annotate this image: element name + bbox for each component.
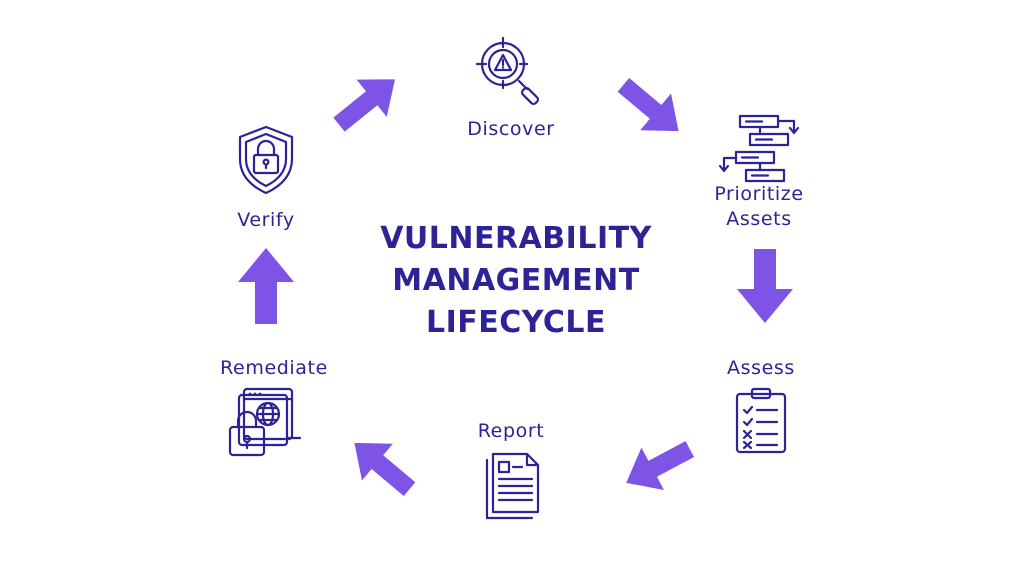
arrow-assess-to-report	[626, 441, 695, 491]
arrow-remediate-to-verify	[238, 248, 294, 324]
diagram-title: VULNERABILITY MANAGEMENT LIFECYCLE	[380, 221, 652, 340]
shield-lock-icon	[238, 125, 294, 195]
step-prioritize-assets: Prioritize Assets	[714, 114, 803, 230]
step-label-prioritize: Prioritize	[714, 183, 803, 205]
arrow-prioritize-to-assess	[737, 249, 793, 323]
arrow-discover-to-prioritize	[617, 77, 679, 132]
step-label-verify: Verify	[237, 209, 295, 231]
step-label-report: Report	[478, 420, 545, 442]
arrow-verify-to-discover	[333, 79, 395, 132]
checklist-clipboard-icon	[735, 387, 787, 454]
step-label-remediate: Remediate	[220, 357, 328, 379]
arrow-report-to-remediate	[354, 442, 416, 497]
title-line-1: VULNERABILITY	[380, 221, 652, 256]
step-label-assess: Assess	[727, 357, 795, 379]
title-line-2: MANAGEMENT	[392, 263, 639, 298]
step-verify: Verify	[237, 125, 295, 231]
step-remediate: Remediate	[220, 357, 328, 457]
step-assess: Assess	[727, 357, 795, 454]
step-report: Report	[478, 420, 545, 520]
step-label-assets: Assets	[726, 208, 791, 230]
magnifier-warning-icon	[475, 36, 540, 106]
flowchart-icon	[718, 114, 800, 183]
title-line-3: LIFECYCLE	[426, 305, 606, 340]
step-discover: Discover	[467, 36, 554, 140]
step-label-discover: Discover	[467, 118, 554, 140]
secure-web-lock-icon	[228, 387, 302, 457]
document-icon	[485, 452, 540, 520]
